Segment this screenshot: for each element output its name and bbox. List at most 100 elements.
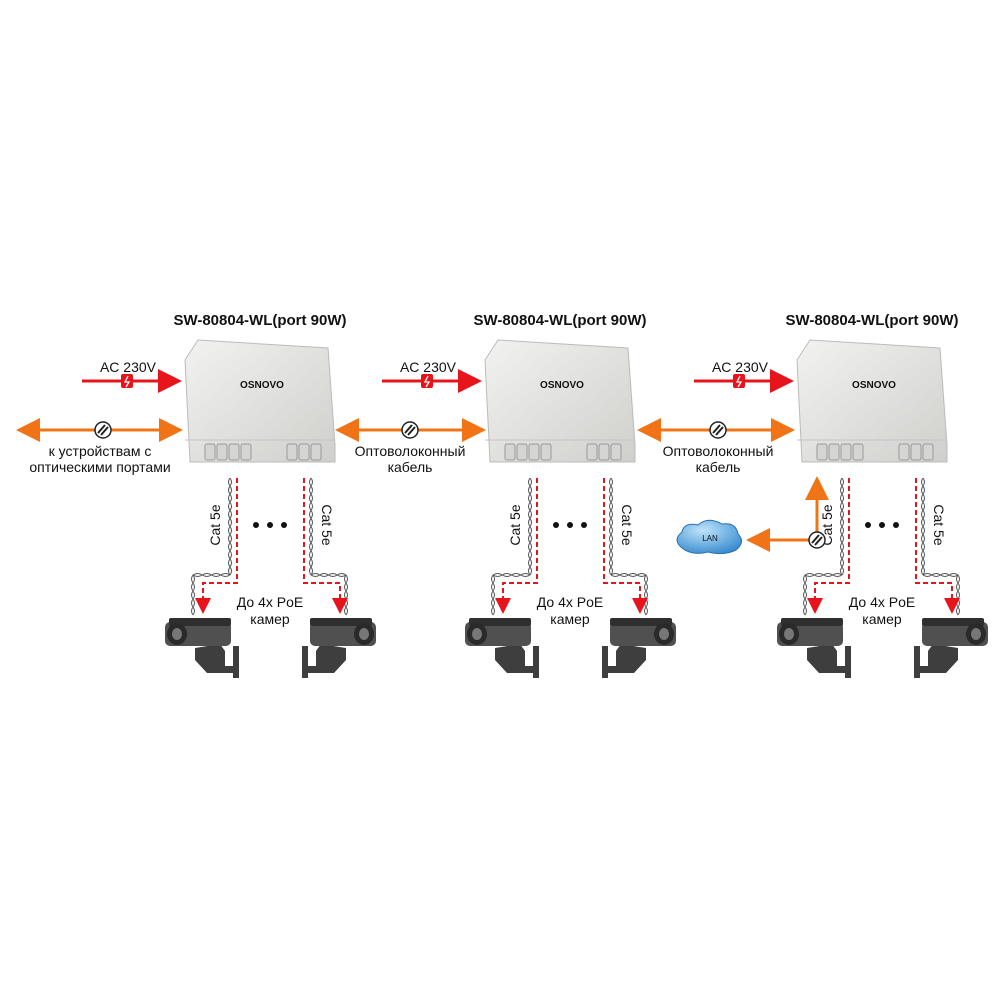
ellipsis-dot [281, 522, 287, 528]
cable-label: Cat 5e [931, 504, 947, 545]
lightning-icon [735, 375, 743, 388]
camera-icon [302, 618, 376, 678]
cable-gland [298, 443, 310, 461]
camera-icon [777, 618, 851, 678]
cable-strand [491, 574, 495, 616]
lan-label: LAN [702, 534, 718, 543]
camera-hood [922, 618, 984, 626]
camera-lens-glass [971, 628, 981, 640]
lightning-icon [123, 375, 131, 388]
cable-strand [803, 574, 807, 616]
cable-gland [922, 443, 934, 461]
cable-strand [228, 477, 232, 576]
camera-mount [914, 644, 958, 678]
cable-label: Cat 5e [619, 504, 635, 545]
lightning-icon [423, 375, 431, 388]
cable-strand [528, 477, 532, 576]
ellipsis-dot [253, 522, 259, 528]
lan-cloud-icon [676, 519, 742, 555]
fiber-icon-stripe [404, 424, 416, 436]
camera-icon [602, 618, 676, 678]
camera-mount [495, 644, 539, 678]
cable-gland [286, 443, 298, 461]
camera-hood [781, 618, 843, 626]
cat5e-cables [191, 477, 348, 616]
fiber-icon [709, 421, 727, 439]
brand-logo: OSNOVO [540, 380, 584, 391]
link-label: Оптоволоконный [663, 443, 774, 459]
camera-mount [807, 644, 851, 678]
fiber-icon [94, 421, 112, 439]
ellipsis-dot [893, 522, 899, 528]
camera-mount [195, 644, 239, 678]
cable-gland [310, 443, 322, 461]
cable-gland [216, 443, 228, 461]
link-label: Оптоволоконный [355, 443, 466, 459]
cable-gland [516, 443, 528, 461]
link-label: кабель [388, 459, 433, 475]
cable-strand [191, 574, 195, 616]
switch-box [796, 339, 948, 463]
fiber-icon-stripe [97, 424, 109, 436]
link-label: оптическими портами [29, 459, 170, 475]
poe-power-path [303, 478, 348, 614]
cable-strand [310, 573, 347, 577]
cable-gland [816, 443, 828, 461]
cameras-label: камер [550, 611, 590, 627]
cable-gland [898, 443, 910, 461]
poe-power-path [195, 478, 238, 614]
cable-gland [852, 443, 864, 461]
ellipsis-dot [581, 522, 587, 528]
cable-strand [491, 574, 495, 616]
device-title: SW-80804-WL(port 90W) [173, 312, 346, 329]
switch-box [184, 339, 336, 463]
cameras-label: До 4х PoE [849, 594, 915, 610]
camera-lens-glass [172, 628, 182, 640]
cameras-label: камер [250, 611, 290, 627]
cable-label: Cat 5e [207, 504, 223, 545]
camera-icon [165, 618, 239, 678]
cable-gland [840, 443, 852, 461]
fiber-icon-stripe [712, 424, 724, 436]
cable-gland [828, 443, 840, 461]
cable-gland [540, 443, 552, 461]
fiber-icon [401, 421, 419, 439]
camera-lens-glass [784, 628, 794, 640]
cameras-label: До 4х PoE [237, 594, 303, 610]
cable-strand [492, 573, 531, 577]
cable-gland [910, 443, 922, 461]
cable-gland [240, 443, 252, 461]
cable-label: Cat 5e [319, 504, 335, 545]
camera-lens-glass [472, 628, 482, 640]
poe-power-path [915, 478, 960, 614]
fiber-icon-stripe [811, 534, 823, 546]
cable-label: Cat 5e [507, 504, 523, 545]
cable-gland [228, 443, 240, 461]
camera-lens-glass [359, 628, 369, 640]
camera-lens-glass [659, 628, 669, 640]
cable-strand [610, 573, 647, 577]
camera-icon [914, 618, 988, 678]
camera-hood [469, 618, 531, 626]
poe-power-path [495, 478, 538, 614]
cable-gland [528, 443, 540, 461]
camera-icon [465, 618, 539, 678]
cable-strand [922, 573, 959, 577]
cable-gland [504, 443, 516, 461]
cameras-label: До 4х PoE [537, 594, 603, 610]
ellipsis-dot [553, 522, 559, 528]
device-title: SW-80804-WL(port 90W) [473, 312, 646, 329]
camera-mount [602, 644, 646, 678]
cable-gland [598, 443, 610, 461]
camera-hood [169, 618, 231, 626]
camera-hood [610, 618, 672, 626]
link-label: кабель [696, 459, 741, 475]
power-icon [733, 374, 745, 388]
power-label: AC 230V [100, 359, 157, 375]
power-label: AC 230V [712, 359, 769, 375]
